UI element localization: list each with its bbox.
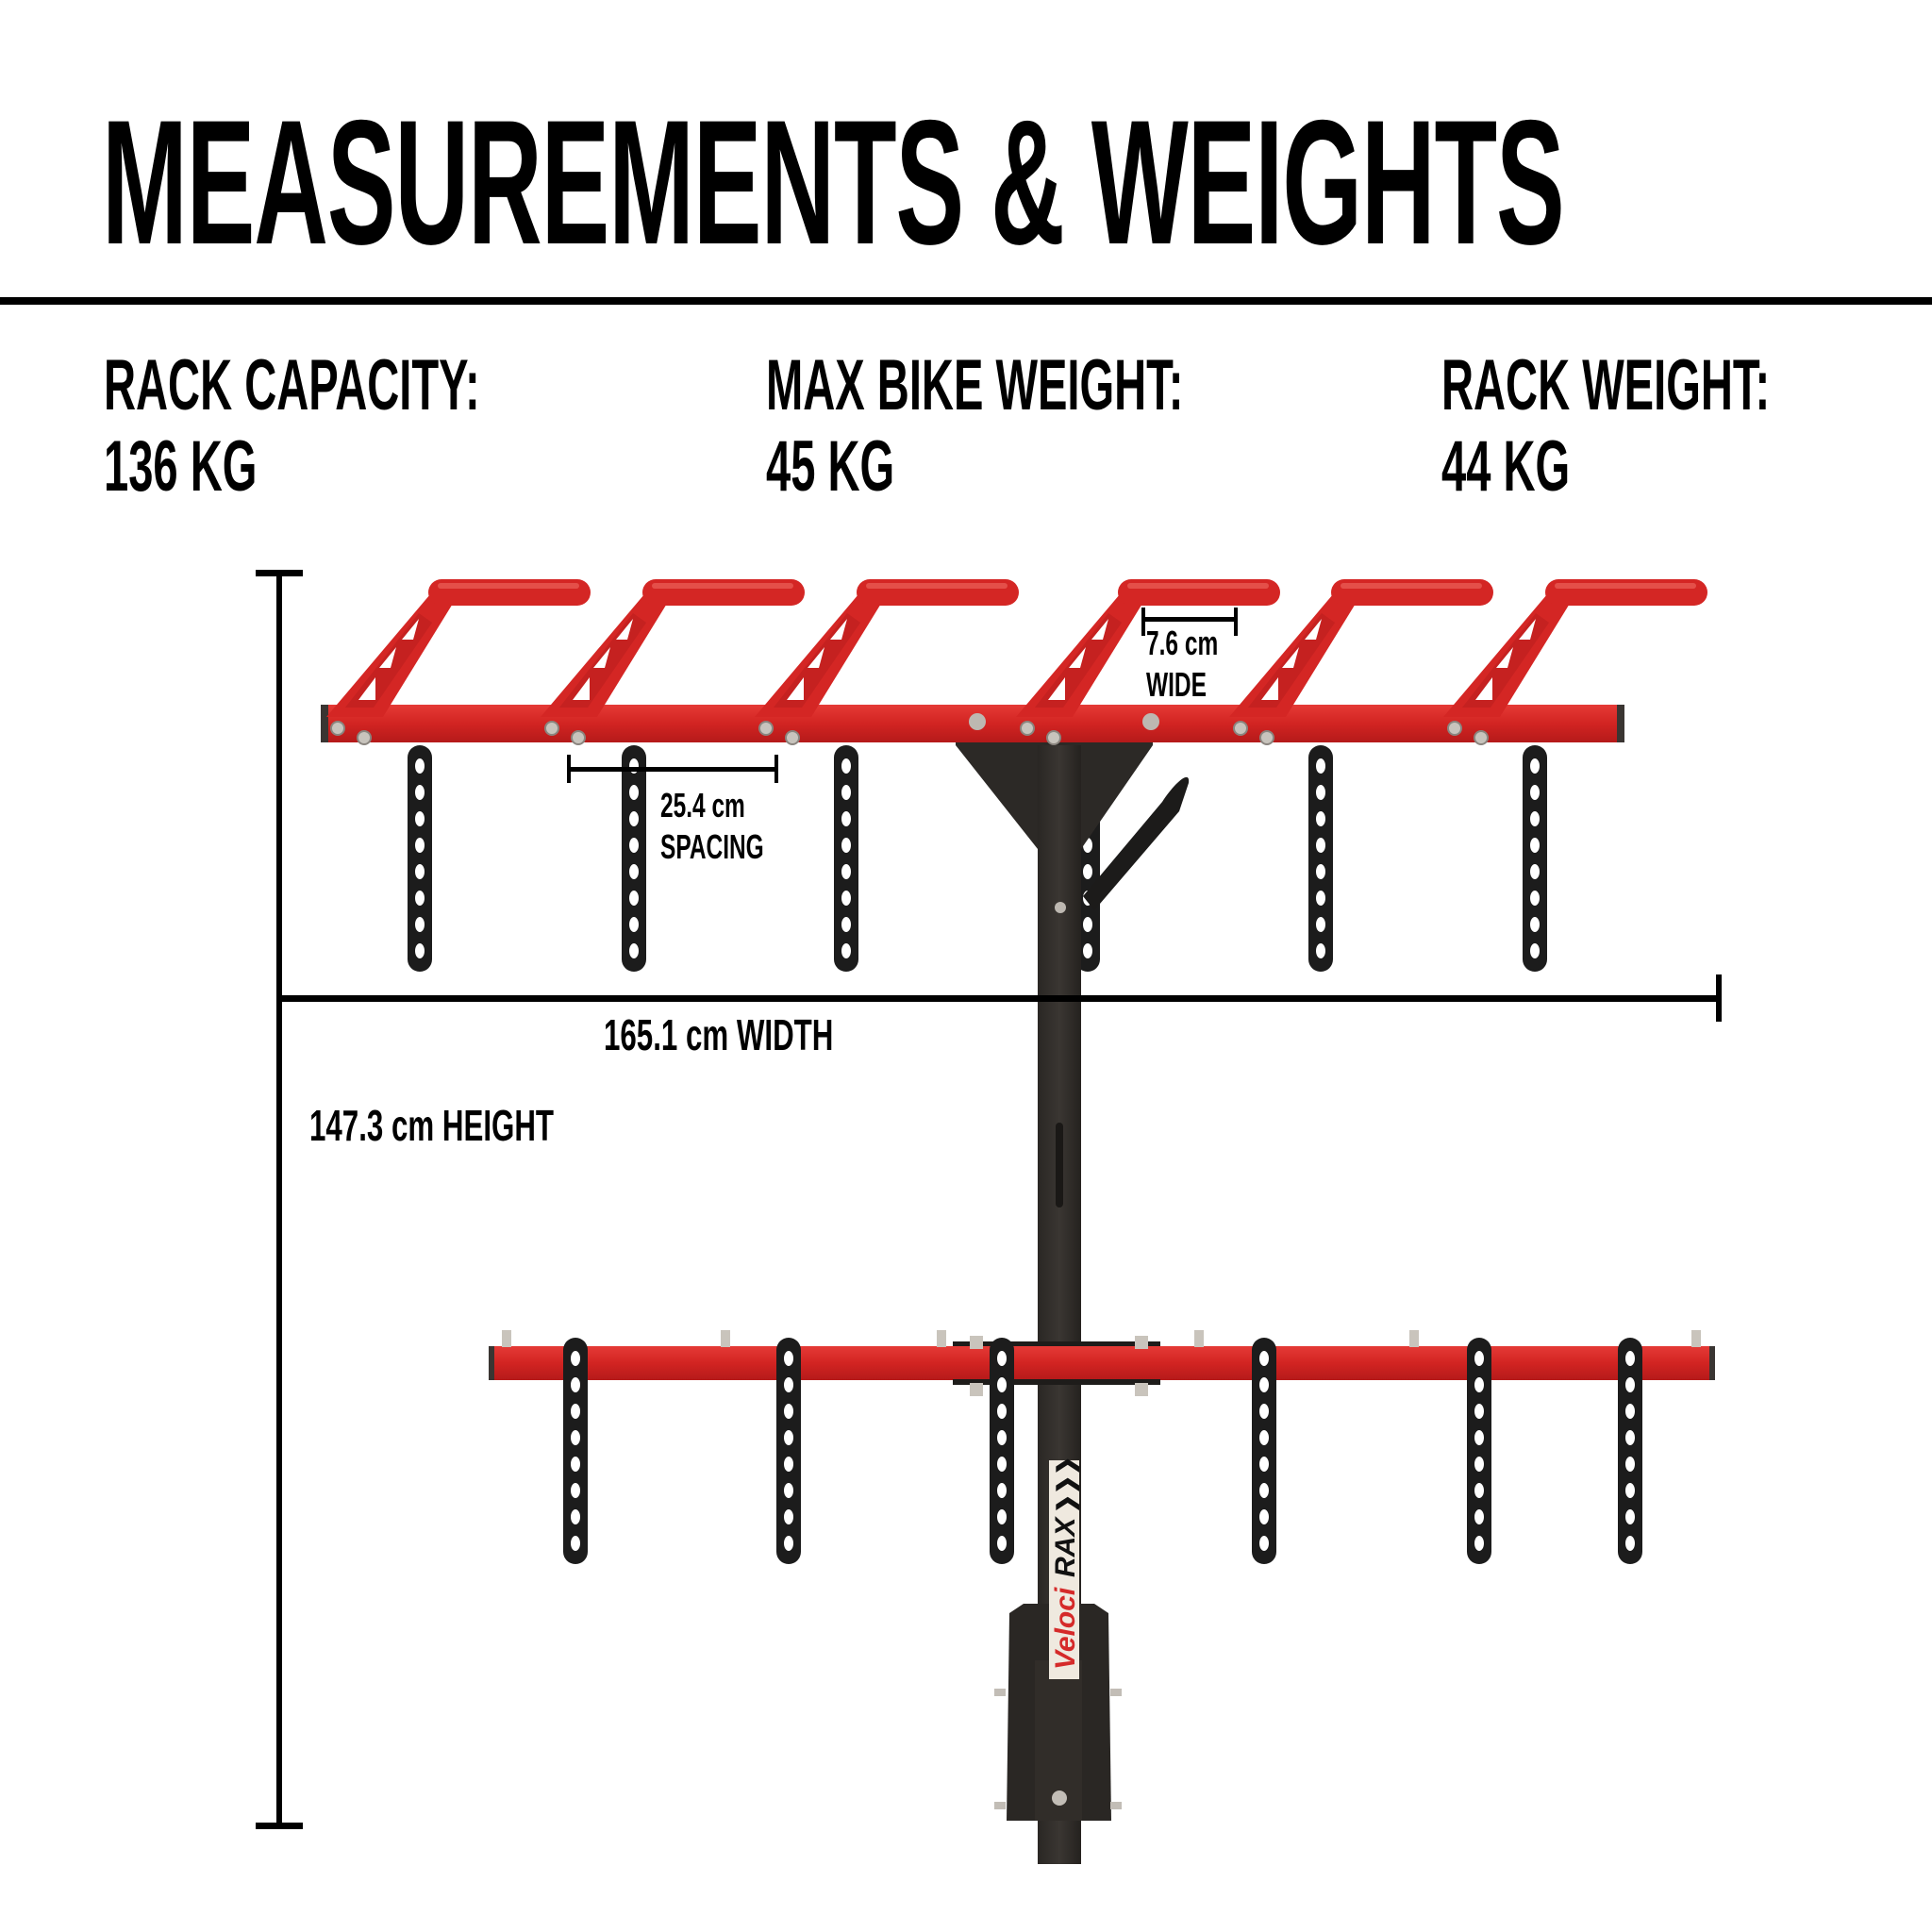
arm-width-bracket bbox=[1141, 608, 1238, 636]
height-dimension-line bbox=[256, 570, 303, 1829]
spec-rack-weight: RACK WEIGHT: 44 KG bbox=[1441, 347, 1932, 509]
spec-value: 136 KG bbox=[104, 426, 258, 507]
page-title: MEASUREMENTS & WEIGHTS bbox=[102, 83, 1565, 281]
overall-height-label: 147.3 cm HEIGHT bbox=[309, 1101, 555, 1150]
spec-max-bike-weight: MAX BIKE WEIGHT: 45 KG bbox=[766, 347, 1440, 509]
logo-text-veloci: Veloci bbox=[1050, 1587, 1081, 1670]
spec-value: 45 KG bbox=[766, 426, 895, 507]
arm-spacing-caption: SPACING bbox=[660, 827, 764, 866]
arm-spacing-bracket bbox=[567, 755, 778, 783]
width-dimension-line bbox=[279, 974, 1722, 1022]
arm-width-value: 7.6 cm bbox=[1146, 624, 1219, 662]
spec-label: RACK WEIGHT: bbox=[1441, 345, 1771, 425]
arm-spacing-label: 25.4 cm SPACING bbox=[660, 785, 764, 868]
spec-label: MAX BIKE WEIGHT: bbox=[766, 345, 1184, 425]
title-divider bbox=[0, 297, 1932, 305]
spec-value: 44 KG bbox=[1441, 426, 1571, 507]
spec-rack-capacity: RACK CAPACITY: 136 KG bbox=[104, 347, 710, 509]
logo-text-rax: RAX bbox=[1050, 1516, 1081, 1577]
chevron-icon: ❯❯❯ bbox=[1054, 1457, 1080, 1513]
spec-label: RACK CAPACITY: bbox=[104, 345, 480, 425]
arm-width-caption: WIDE bbox=[1146, 665, 1207, 704]
overall-width-label: 165.1 cm WIDTH bbox=[604, 1010, 834, 1059]
lower-bar bbox=[489, 1346, 1715, 1380]
arm-spacing-value: 25.4 cm bbox=[660, 786, 745, 824]
arm-width-label: 7.6 cm WIDE bbox=[1146, 623, 1218, 706]
velocirax-logo: Veloci RAX ❯❯❯ bbox=[1049, 1457, 1081, 1679]
